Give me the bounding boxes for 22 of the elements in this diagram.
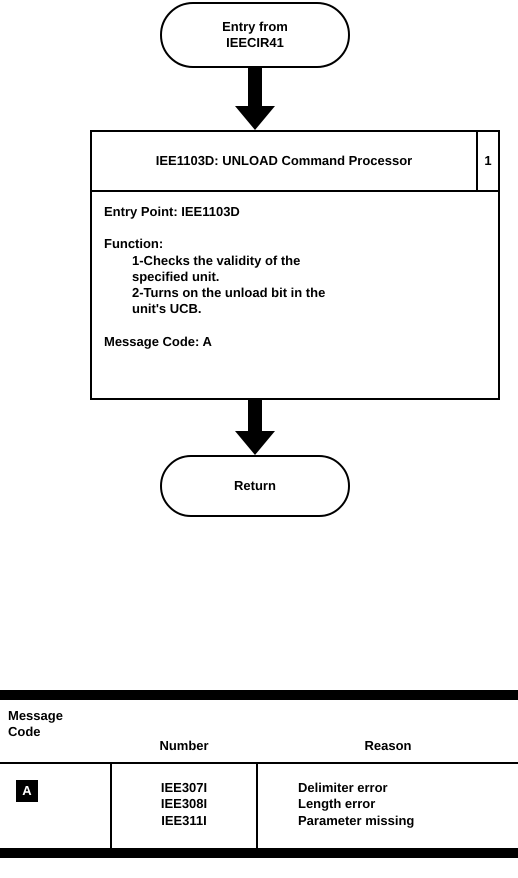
process-text: Message Code: A	[104, 334, 213, 350]
message-code-badge: A	[16, 780, 38, 802]
process-text: Function:	[104, 236, 164, 252]
terminal-label: Return	[234, 478, 276, 494]
process-text: 2-Turns on the unload bit in the unit's UCB.	[131, 285, 326, 318]
message-reason: Length error	[298, 796, 376, 812]
message-number: IEE311I	[161, 812, 207, 829]
terminal-label: Entry from IEECIR41	[221, 18, 289, 52]
column-header: Reason	[364, 738, 412, 754]
flow-arrow	[235, 400, 275, 455]
flow-arrow	[235, 68, 275, 130]
column-header: Number	[159, 738, 209, 754]
message-reason: Delimiter error	[298, 780, 389, 796]
message-reason: Parameter missing	[298, 812, 416, 829]
process-title: IEE1103D: UNLOAD Command Processor	[156, 152, 412, 170]
process-text: 1-Checks the validity of the specified unit.	[131, 252, 302, 285]
process-text: Entry Point: IEE1103D	[104, 204, 241, 220]
message-number: IEE308I	[160, 796, 208, 812]
message-number: IEE307I	[160, 780, 208, 796]
column-header: Message Code	[8, 708, 64, 740]
step-number: 1	[484, 152, 492, 170]
process-box	[90, 130, 500, 400]
